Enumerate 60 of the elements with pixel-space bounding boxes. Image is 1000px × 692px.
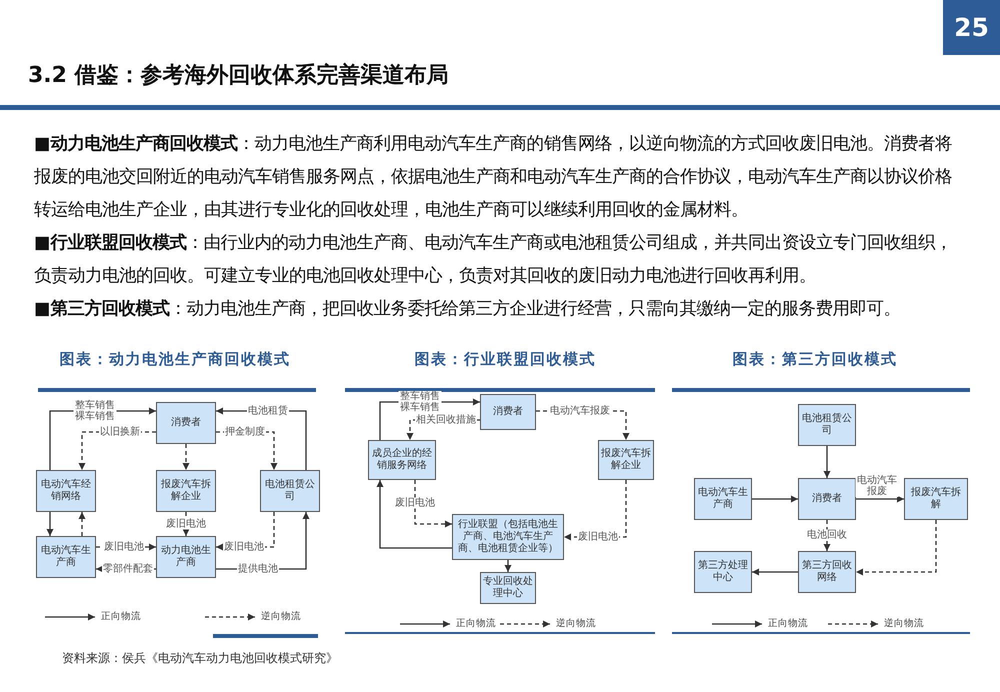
edge-label: 提供电池 xyxy=(237,564,279,574)
edge-label: 废旧电池 xyxy=(223,542,265,552)
arrow xyxy=(504,560,512,572)
edge-label: 押金制度 xyxy=(224,426,266,438)
paragraph: ■行业联盟回收模式：由行业内的动力电池生产商、电动汽车生产商或电池租赁公司组成，并共同出资设立专门回收组织，负责动力电池的回收。可建立专业的电池回收处理中心，负责对其回收的废旧动力电池进行回收再利用。 xyxy=(34,232,952,288)
process-box: 电池租赁公司 xyxy=(260,470,320,512)
process-box: 动力电池生产商 xyxy=(156,536,216,578)
process-box: 第三方回收网络 xyxy=(798,551,856,593)
edge-label: 电动汽车报废 xyxy=(856,475,898,497)
figure-title: 图表：第三方回收模式 xyxy=(732,350,898,369)
process-box: 报废汽车拆解企业 xyxy=(156,470,216,512)
edge-label: 废旧电池 xyxy=(103,542,145,552)
arrow xyxy=(78,512,86,536)
figure-title: 图表：动力电池生产商回收模式 xyxy=(60,350,290,369)
process-box: 电动汽车生产商 xyxy=(36,536,96,578)
edge-label: 相关回收措施 xyxy=(415,414,477,426)
process-box: 报废汽车拆解企业 xyxy=(598,440,654,480)
edge-label: 整车销售裸车销售 xyxy=(74,400,116,422)
edge-label: 废旧电池 xyxy=(577,532,619,542)
process-box: 报废汽车拆解 xyxy=(904,478,968,520)
legend-text: 逆向物流 xyxy=(556,617,596,630)
process-box: 电动汽车经销网络 xyxy=(36,470,96,512)
process-box: 行业联盟（包括电池生产商、电池汽车生产商、电池租赁企业等） xyxy=(452,514,564,560)
legend-text: 正向物流 xyxy=(768,617,808,630)
arrow xyxy=(856,496,904,502)
edge-label: 废旧电池 xyxy=(165,518,207,530)
process-box: 专业回收处理中心 xyxy=(480,572,536,604)
arrow xyxy=(752,568,798,576)
legend-text: 正向物流 xyxy=(101,610,141,623)
edge-label: 电池回收 xyxy=(806,530,848,540)
page-title: 3.2 借鉴：参考海外回收体系完善渠道布局 xyxy=(28,62,449,90)
arrow xyxy=(824,520,830,551)
source-note: 资料来源：侯兵《电动汽车动力电池回收模式研究》 xyxy=(62,650,338,667)
paragraph: ■动力电池生产商回收模式：动力电池生产商利用电动汽车生产商的销售网络，以逆向物流的方式回收废旧电池。消费者将报废的电池交回附近的电动汽车销售服务网点，依据电池生产商和电动汽车生产商的合作协议，电动汽车生产商以协议价格转运给电池生产企业，由其进行专业化的回收处理，电池生产商可以继续利用回收的金属材料。 xyxy=(34,132,952,222)
process-box: 消费者 xyxy=(480,394,536,430)
edge-label: 电动汽车报废 xyxy=(549,406,611,416)
legend-text: 正向物流 xyxy=(456,617,496,630)
process-box: 第三方处理中心 xyxy=(694,551,752,593)
process-box: 成员企业的经销服务网络 xyxy=(368,440,436,480)
arrow xyxy=(414,480,452,528)
arrow xyxy=(182,444,190,470)
paragraph: ■第三方回收模式：动力电池生产商，把回收业务委托给第三方企业进行经营，只需向其缴纳一定的服务费用即可。 xyxy=(34,298,902,321)
legend-text: 逆向物流 xyxy=(884,617,924,630)
arrow xyxy=(376,480,452,549)
process-box: 电动汽车生产商 xyxy=(694,478,752,520)
arrow xyxy=(856,520,937,576)
process-box: 消费者 xyxy=(798,478,856,520)
edge-label: 电池租赁 xyxy=(247,406,289,416)
edge-label: 零部件配套 xyxy=(102,564,154,574)
process-box: 消费者 xyxy=(156,402,216,444)
page-number: 25 xyxy=(943,0,1000,55)
process-box: 电池租赁公司 xyxy=(798,404,856,446)
arrow xyxy=(46,512,54,536)
arrow xyxy=(824,446,830,478)
arrow xyxy=(752,496,798,502)
legend-text: 逆向物流 xyxy=(261,610,301,623)
edge-label: 废旧电池 xyxy=(394,498,436,508)
figure-title: 图表：行业联盟回收模式 xyxy=(414,350,596,369)
edge-label: 以旧换新 xyxy=(99,426,141,438)
edge-label: 整车销售裸车销售 xyxy=(398,391,442,413)
